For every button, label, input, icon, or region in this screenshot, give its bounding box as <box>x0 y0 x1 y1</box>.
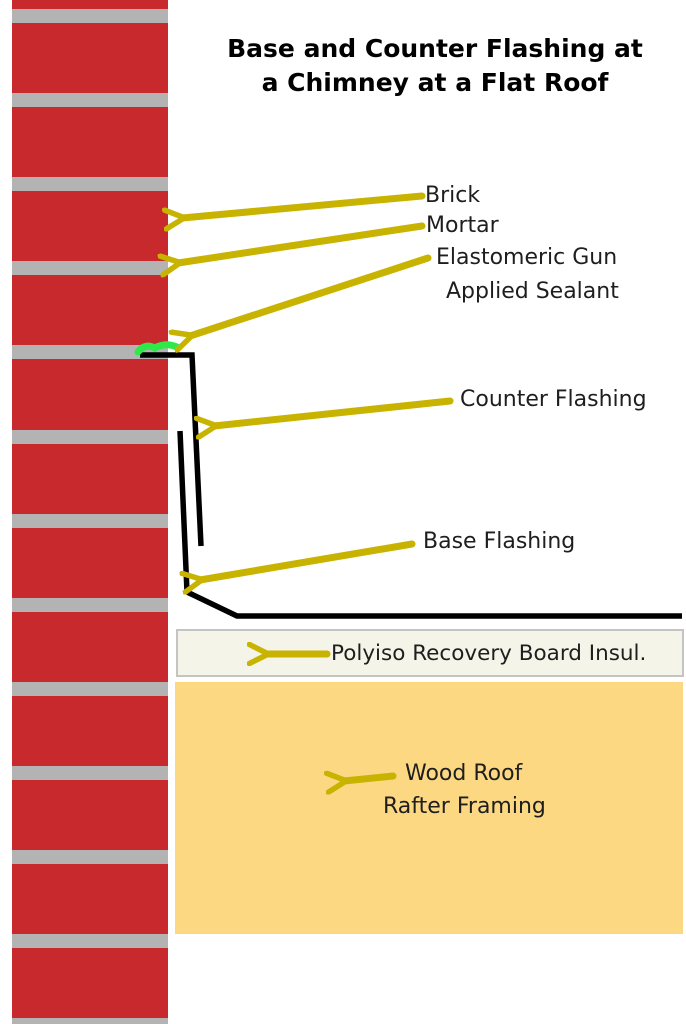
brick <box>12 0 168 9</box>
brick <box>12 780 168 850</box>
diagram-title: Base and Counter Flashing at a Chimney a… <box>190 32 680 100</box>
title-line-2: a Chimney at a Flat Roof <box>261 68 609 97</box>
framing-label-line-2: Rafter Framing <box>383 794 546 819</box>
brick <box>12 444 168 514</box>
brick <box>12 528 168 598</box>
chimney-brick-wall <box>12 0 168 1024</box>
brick-courses <box>12 0 168 1018</box>
brick <box>12 359 168 430</box>
sealant-arrow <box>190 254 432 336</box>
brick-label: Brick <box>425 183 481 208</box>
brick <box>12 107 168 177</box>
brick <box>12 864 168 934</box>
mortar-label: Mortar <box>426 213 499 238</box>
wood-rafter-framing <box>175 682 683 934</box>
counter-flashing-label: Counter Flashing <box>460 387 647 412</box>
counter-flashing-arrow <box>214 397 454 426</box>
brick <box>12 275 168 345</box>
leader-arrows <box>178 192 454 781</box>
brick <box>12 948 168 1018</box>
brick <box>12 23 168 93</box>
title-line-1: Base and Counter Flashing at <box>227 34 643 63</box>
sealant-label-line-1: Elastomeric Gun <box>436 245 618 270</box>
brick <box>12 612 168 682</box>
sealant-label-line-2: Applied Sealant <box>446 279 619 304</box>
brick <box>12 191 168 261</box>
insulation-label: Polyiso Recovery Board Insul. <box>331 641 647 666</box>
framing-label-line-1: Wood Roof <box>405 761 523 786</box>
base-flashing <box>177 430 682 619</box>
brick-arrow <box>182 192 426 218</box>
base-flashing-arrow <box>200 540 416 580</box>
counter-flashing <box>140 352 204 547</box>
brick <box>12 696 168 766</box>
mortar-arrow <box>178 222 426 263</box>
framing-arrow <box>344 776 397 781</box>
base-flashing-label: Base Flashing <box>423 529 576 554</box>
